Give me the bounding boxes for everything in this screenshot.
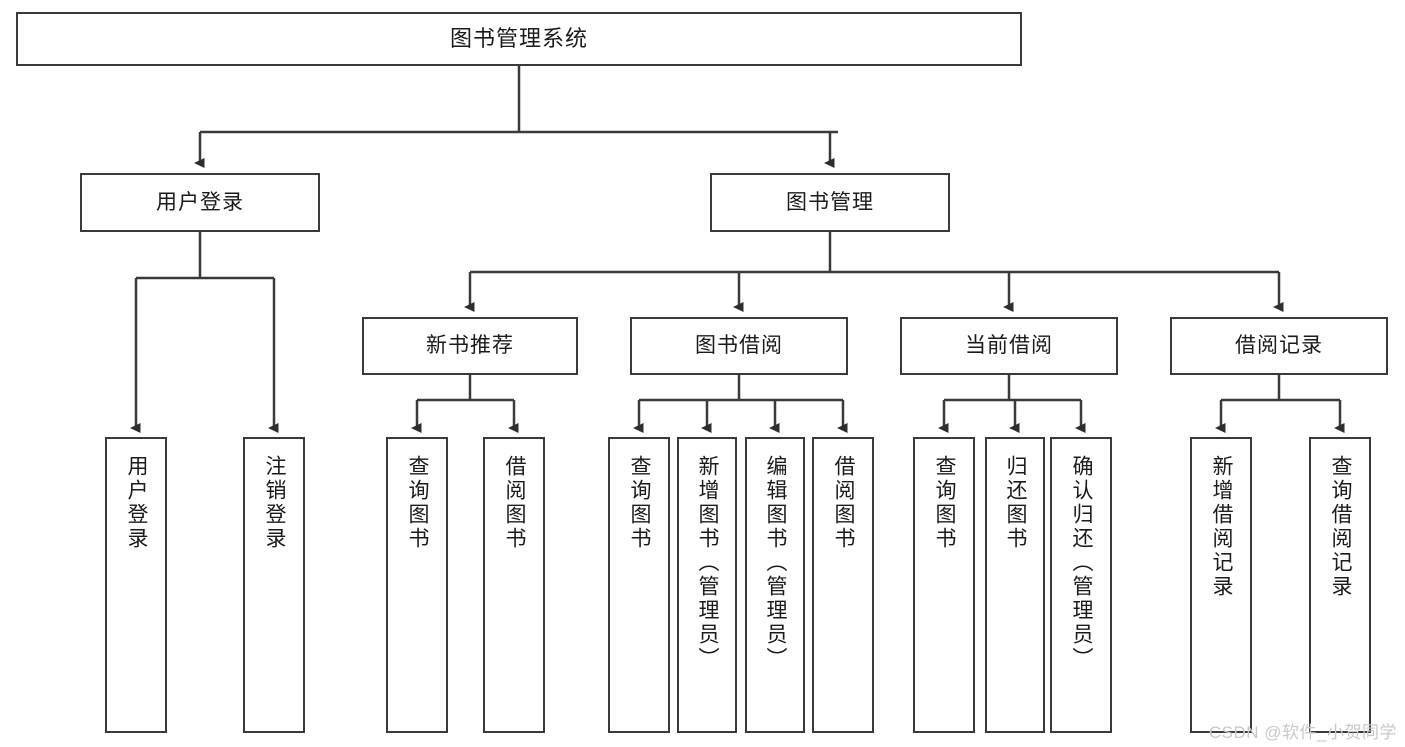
node-label: 查询图书 (933, 455, 957, 551)
node-book-borrow[interactable]: 图书借阅 (630, 317, 848, 375)
node-label: 借阅图书 (832, 455, 856, 551)
node-label: 查询图书 (628, 455, 652, 551)
node-leaf-query-book-3[interactable]: 查询图书 (913, 437, 975, 733)
node-label: 图书管理系统 (449, 25, 588, 51)
node-leaf-user-login[interactable]: 用户登录 (105, 437, 167, 733)
node-label: 新书推荐 (426, 334, 514, 358)
node-leaf-borrow-book-1[interactable]: 借阅图书 (483, 437, 545, 733)
node-leaf-return-book[interactable]: 归还图书 (985, 437, 1045, 733)
node-label: 确认归还（管理员） (1070, 455, 1094, 671)
node-label: 注销登录 (263, 455, 287, 551)
node-leaf-user-logout[interactable]: 注销登录 (243, 437, 305, 733)
node-label: 借阅图书 (503, 455, 527, 551)
node-label: 图书借阅 (695, 334, 783, 358)
node-label: 查询借阅记录 (1329, 455, 1353, 599)
node-label: 归还图书 (1004, 455, 1028, 551)
node-label: 借阅记录 (1235, 334, 1323, 358)
node-leaf-confirm-return[interactable]: 确认归还（管理员） (1050, 437, 1112, 733)
node-current-borrow[interactable]: 当前借阅 (900, 317, 1118, 375)
node-label: 编辑图书（管理员） (764, 455, 788, 671)
node-leaf-add-record[interactable]: 新增借阅记录 (1190, 437, 1252, 733)
node-leaf-add-book[interactable]: 新增图书（管理员） (677, 437, 737, 733)
node-label: 用户登录 (125, 455, 149, 551)
node-user-login[interactable]: 用户登录 (80, 173, 320, 232)
node-label: 查询图书 (406, 455, 430, 551)
node-leaf-borrow-book-2[interactable]: 借阅图书 (812, 437, 874, 733)
node-book-management[interactable]: 图书管理 (710, 173, 950, 232)
node-leaf-query-book-1[interactable]: 查询图书 (386, 437, 448, 733)
node-label: 当前借阅 (965, 334, 1053, 358)
node-label: 新增借阅记录 (1210, 455, 1234, 599)
node-root-system[interactable]: 图书管理系统 (16, 12, 1022, 66)
node-leaf-edit-book[interactable]: 编辑图书（管理员） (745, 437, 805, 733)
node-label: 用户登录 (156, 190, 244, 214)
node-new-book-recommend[interactable]: 新书推荐 (362, 317, 578, 375)
node-label: 新增图书（管理员） (696, 455, 720, 671)
node-borrow-record[interactable]: 借阅记录 (1170, 317, 1388, 375)
node-leaf-query-book-2[interactable]: 查询图书 (608, 437, 670, 733)
node-leaf-query-record[interactable]: 查询借阅记录 (1309, 437, 1371, 733)
csdn-watermark: CSDN @软件_小贺同学 (1208, 723, 1397, 742)
node-label: 图书管理 (786, 190, 874, 214)
